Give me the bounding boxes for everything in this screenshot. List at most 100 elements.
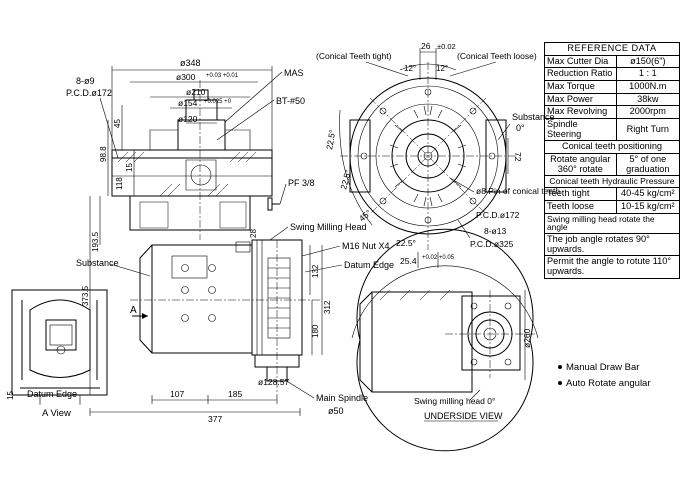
permit-note: Permit the angle to rotute 110° upwards. [544, 255, 680, 279]
dim-118: 118 [115, 177, 124, 190]
dim-180: 180 [311, 324, 320, 338]
dim-d154-tol: +0.025 +0 [204, 99, 232, 105]
pin-label: ø8 Pin of conical teeth [476, 186, 560, 196]
reference-title: REFERENCE DATA [544, 42, 680, 56]
dim-d300: ø300 [176, 72, 196, 82]
dim-15-a: 15 [6, 391, 15, 400]
substance-left-label: Substance [76, 258, 119, 268]
pcd-right-label: P.C.D.ø325 [470, 239, 514, 249]
row-value: 38kw [615, 92, 681, 107]
dim-d348: ø348 [180, 58, 201, 68]
underside-view: ø260 Swing milling head 0° UNDERSIDE VIE… [351, 228, 539, 452]
dim-d210: ø210 [186, 87, 206, 97]
dim-72: 72 [513, 152, 523, 162]
holes-left-label: 8-ø9 [76, 76, 95, 86]
a-view: Datum Edge A View 15 [6, 289, 108, 419]
dim-312: 312 [323, 300, 332, 314]
dim-15: 15 [125, 163, 134, 172]
row-label: Teeth tight [544, 187, 617, 201]
row-value: 2000rpm [615, 105, 681, 119]
row-label: Max Power [544, 92, 617, 107]
row-value: 1000N.m [615, 79, 681, 94]
dim-22-5-c: 22.5° [396, 238, 416, 248]
row-value: 40-45 kg/cm² [615, 187, 681, 201]
row-label: Reduction Ratio [544, 67, 617, 81]
main-view-dimensions: ø348 ø300 +0.03 +0.01 ø210 ø154 +0.025 +… [81, 58, 332, 424]
dim-28: 28 [249, 229, 258, 238]
pin-pcd-label: P.C.D.ø172 [476, 210, 520, 220]
dim-373-5: 373.5 [81, 285, 90, 306]
dim-25-4: 25.4 [400, 256, 417, 266]
row-label: Max Cutter Dia [544, 54, 617, 69]
dim-d260: ø260 [522, 328, 532, 348]
dim-193-5: 193.5 [91, 231, 100, 252]
dim-185: 185 [228, 389, 242, 399]
dim-26-tol: ±0.02 [437, 42, 456, 51]
dim-98-8: 98.8 [99, 146, 108, 162]
bt50-label: BT-#50 [276, 96, 305, 106]
row-label: Spindle Steering [544, 117, 617, 142]
dim-107: 107 [170, 389, 184, 399]
job-angle-note: The job angle rotates 90° upwards. [544, 233, 680, 257]
note-text: Manual Draw Bar [566, 362, 640, 373]
list-item: Auto Rotate angular [558, 376, 651, 392]
underside-view-label: UNDERSIDE VIEW [424, 411, 503, 421]
conical-loose-label: (Conical Teeth loose) [457, 51, 537, 61]
dim-22-5-a: 22.5° [324, 129, 337, 150]
dim-377: 377 [208, 414, 222, 424]
holes-right-label: 8-ø13 [484, 226, 506, 236]
arrow-a-label: A [130, 305, 137, 316]
row-label: Teeth loose [544, 199, 617, 214]
dim-d120: ø120 [178, 114, 198, 124]
dim-d300-tol: +0.03 +0.01 [206, 73, 239, 79]
substance-right-label: Substance [512, 112, 555, 122]
main-view-labels: 8-ø9 P.C.D.ø172 MAS BT-#50 PF 3/8 Substa… [66, 68, 394, 416]
top-view-circle: 26 ±0.02 12° 12° (Conical Teeth tight) (… [316, 41, 560, 268]
bullet-icon [558, 365, 562, 370]
row-label: Max Revolving [544, 105, 617, 119]
conical-tight-label: (Conical Teeth tight) [316, 51, 392, 61]
swing-milling-head-label: Swing Milling Head [290, 222, 367, 232]
positioning-title: Conical teeth positioning [544, 140, 680, 154]
dim-12-b: 12° [436, 64, 448, 73]
row-value: 1 : 1 [615, 67, 681, 81]
rotate-value: 5° of one graduation [615, 152, 681, 177]
dim-45: 45 [113, 119, 122, 128]
dim-d128-57: ø128.57 [258, 377, 289, 387]
main-spindle-dia: ø50 [328, 406, 344, 416]
dim-26: 26 [421, 41, 431, 51]
m16-nut-label: M16 Nut X4 [342, 241, 390, 251]
row-value: ø150(6") [615, 54, 681, 69]
bullet-icon [558, 381, 562, 386]
dim-132: 132 [311, 264, 320, 278]
note-text: Auto Rotate angular [566, 378, 651, 389]
hydraulic-title: Conical teeth Hydraulic Pressure [544, 175, 680, 189]
pcd-left-label: P.C.D.ø172 [66, 88, 112, 98]
dim-12-a: 12° [404, 64, 416, 73]
substance-right-angle: 0° [516, 123, 525, 133]
swing-note: Swing milling head rotate the angle [544, 212, 680, 235]
row-label: Max Torque [544, 79, 617, 94]
dim-d154: ø154 [178, 98, 198, 108]
mas-label: MAS [284, 68, 304, 78]
a-view-label: A View [42, 408, 71, 419]
pf38-label: PF 3/8 [288, 178, 315, 188]
rotate-label: Rotate angular 360° rotate [544, 152, 617, 177]
dim-25-4-tol: +0.02 +0.05 [422, 255, 455, 261]
datum-edge-label: Datum Edge [344, 260, 394, 270]
row-value: Right Turn [615, 117, 681, 142]
list-item: Manual Draw Bar [558, 360, 651, 376]
datum-edge-a-label: Datum Edge [27, 389, 77, 399]
notes-list: Manual Draw Bar Auto Rotate angular [558, 360, 651, 392]
row-value: 10-15 kg/cm² [615, 199, 681, 214]
